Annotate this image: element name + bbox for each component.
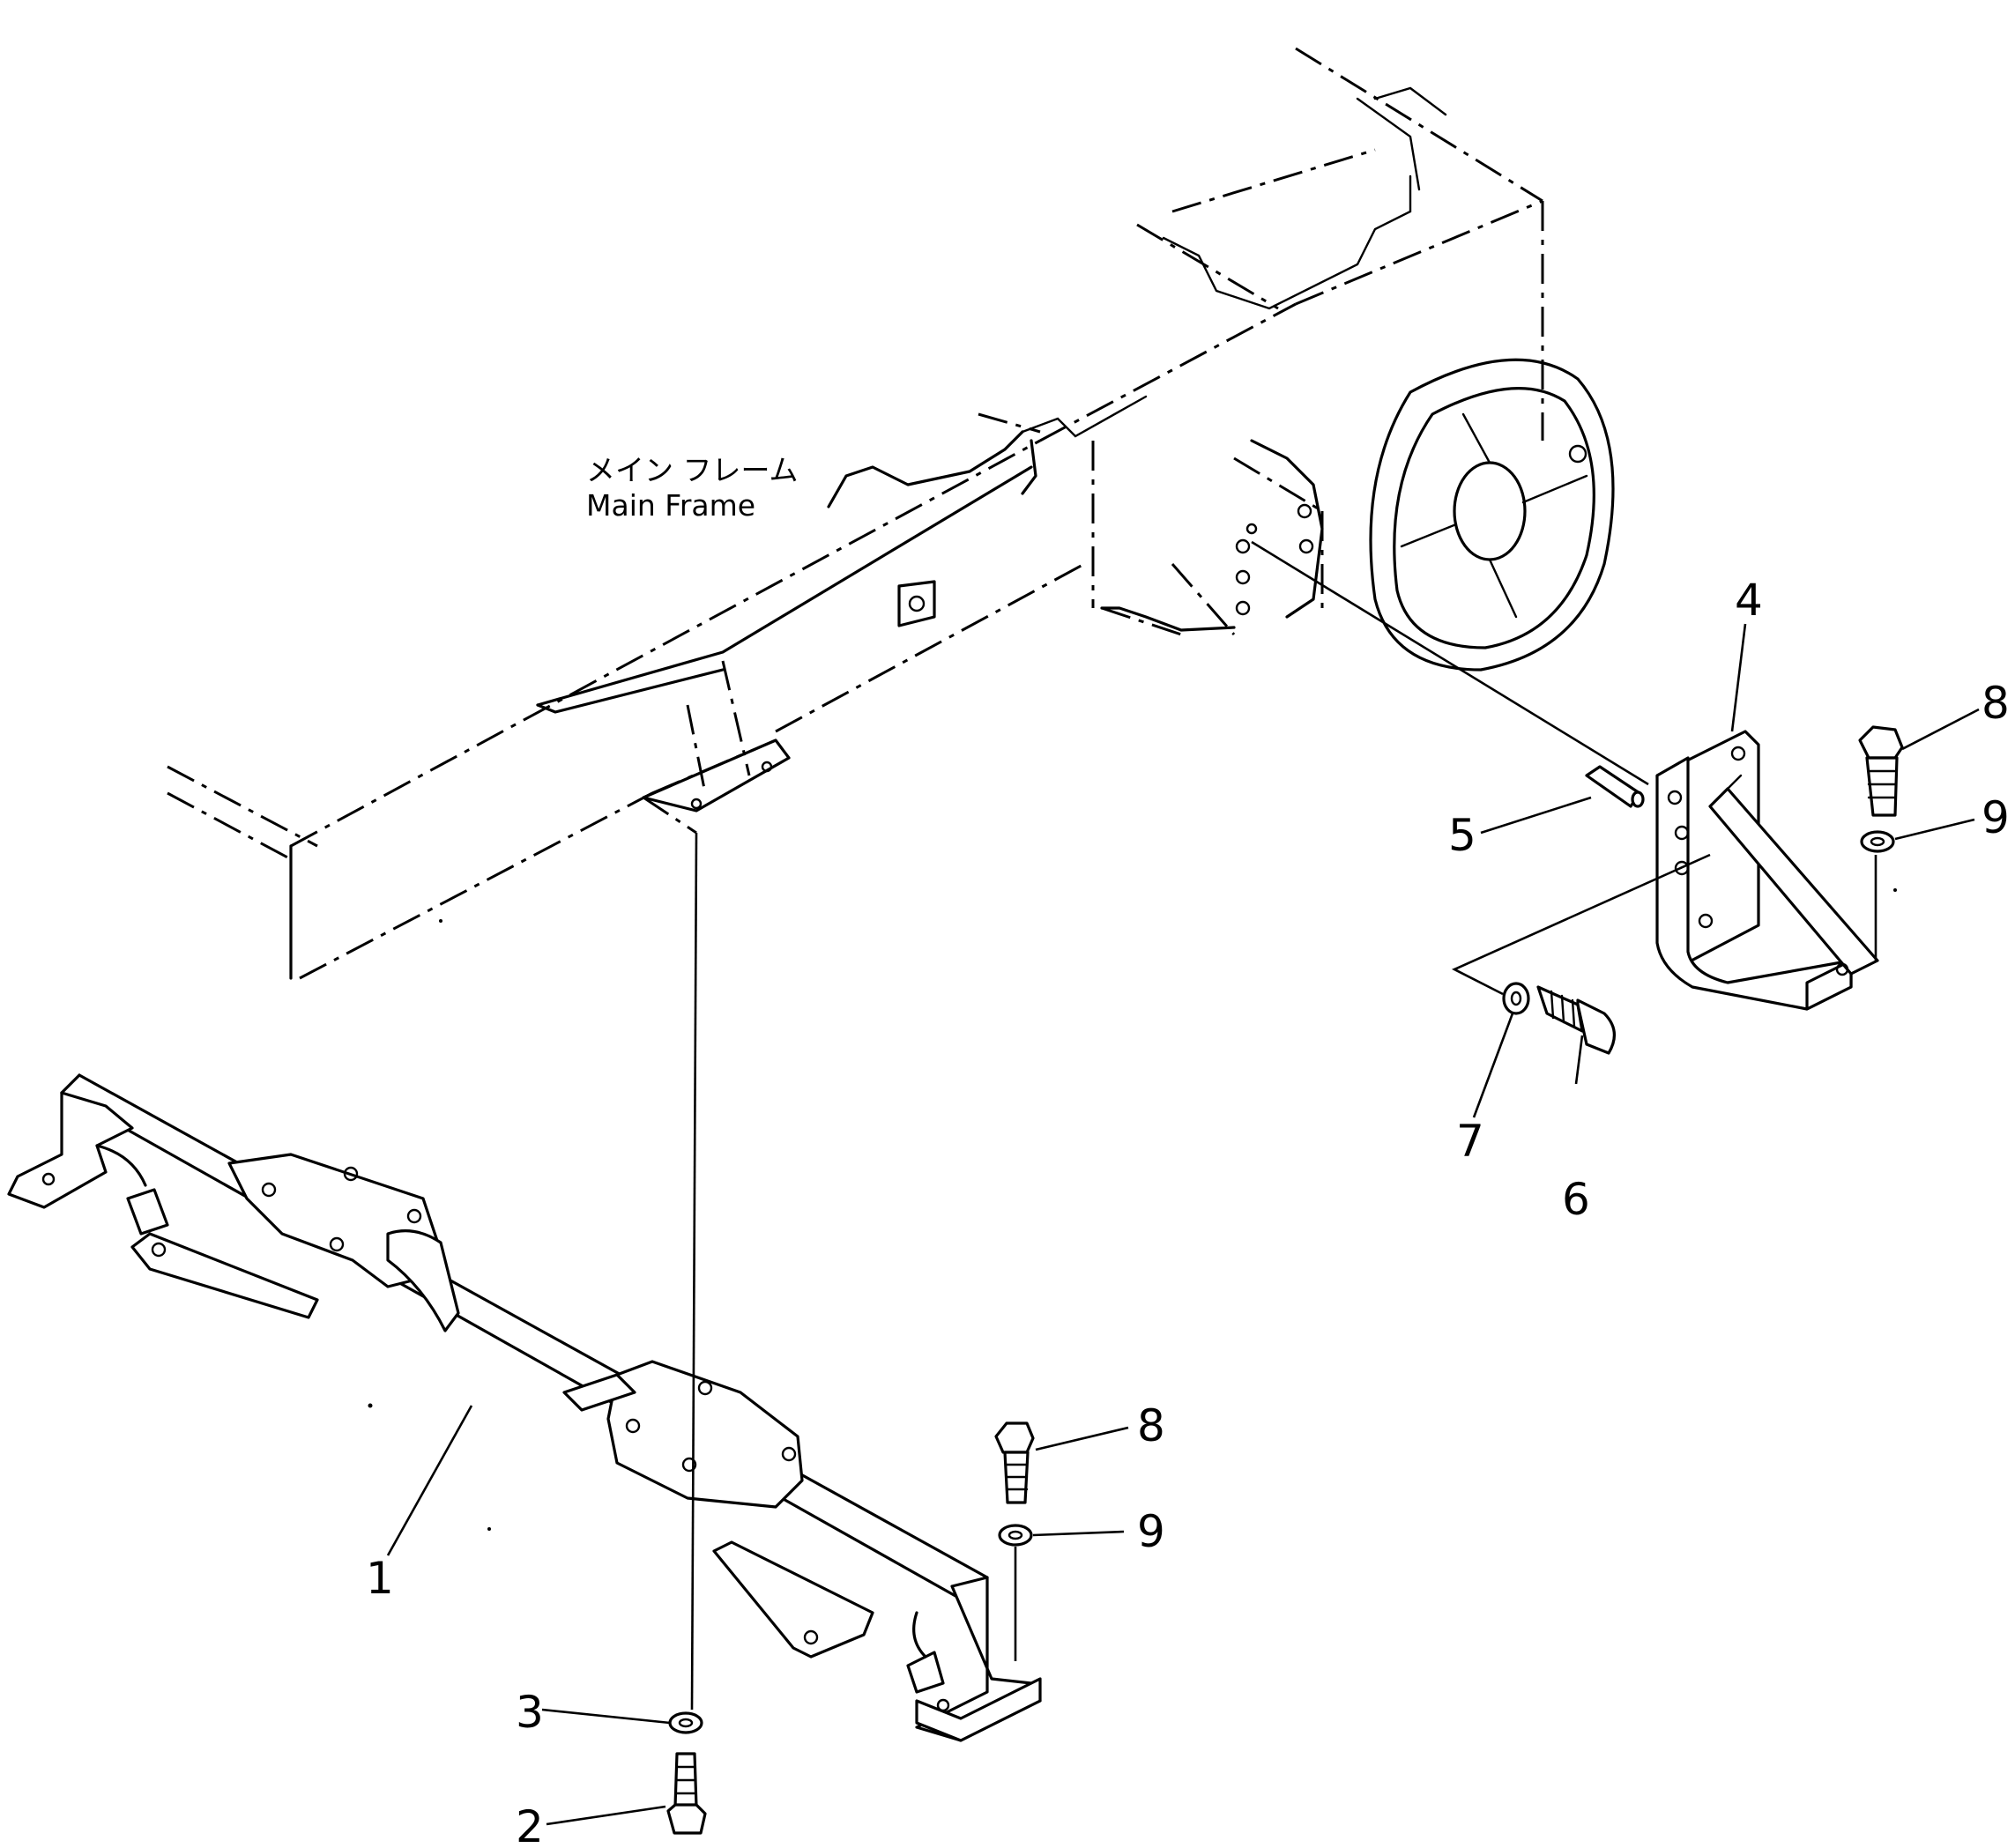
callout-1: 1 [366, 1553, 394, 1604]
callout-6: 6 [1562, 1174, 1590, 1225]
part-8-bolt-bottom [994, 1421, 1035, 1504]
main-frame-label-jp: メイン フレーム [586, 453, 799, 487]
callout-8-bottom: 8 [1137, 1400, 1165, 1451]
assembly-lines [690, 540, 1877, 1711]
leader-lines [386, 623, 1980, 1826]
main-frame-beam-solid [289, 430, 1324, 980]
part-1-equalizer-bar [7, 1073, 1042, 1742]
part-2-bolt [666, 1752, 707, 1835]
callout-4: 4 [1735, 575, 1763, 626]
callout-9-top: 9 [1982, 792, 2010, 843]
callout-8-top: 8 [1982, 678, 2010, 729]
callout-5: 5 [1448, 810, 1476, 861]
part-4-bracket [1655, 730, 1879, 1011]
main-frame-label-en: Main Frame [586, 488, 755, 523]
callout-7: 7 [1456, 1116, 1484, 1167]
part-7-washer [1502, 982, 1530, 1015]
part-9-washer-top [1860, 830, 1895, 853]
callout-9-bottom: 9 [1137, 1506, 1165, 1557]
callout-numbers: 1 2 3 4 5 6 7 8 8 9 9 [366, 575, 2010, 1848]
part-3-washer [668, 1711, 703, 1734]
main-frame-phantom [167, 47, 1544, 980]
callout-3: 3 [516, 1687, 544, 1738]
part-5-pin [1585, 765, 1645, 808]
callout-2: 2 [516, 1801, 544, 1848]
part-9-washer-bottom [998, 1524, 1033, 1547]
part-8-bolt-top [1858, 725, 1904, 817]
part-6-bolt [1536, 985, 1616, 1055]
sprocket-wheel [1369, 358, 1615, 672]
